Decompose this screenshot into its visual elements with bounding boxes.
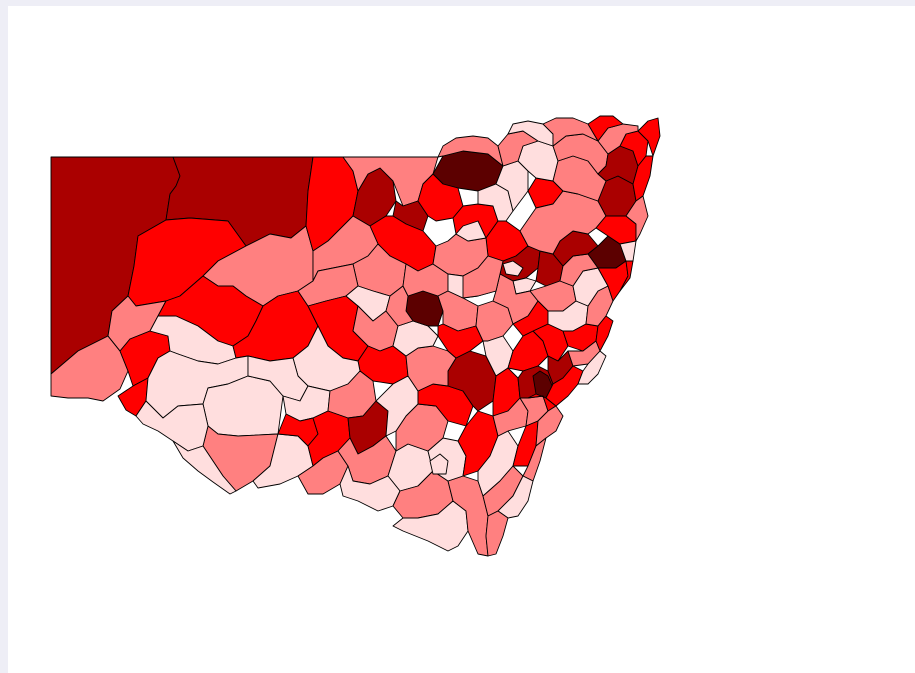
region-coast-strip-5	[485, 510, 509, 557]
region-north-coast-11	[625, 195, 649, 242]
region-tablelands-14	[437, 323, 484, 359]
region-north-coast-9	[637, 117, 661, 157]
region-southwest-strip	[50, 335, 129, 402]
region-hole-2	[429, 453, 449, 475]
region-hole-1	[502, 260, 524, 277]
region-border-3	[587, 115, 624, 142]
region-riverina-4	[135, 400, 209, 452]
region-layer	[50, 115, 661, 557]
region-murray-1	[172, 440, 237, 495]
region-north-3	[342, 156, 439, 207]
region-north-coast-3	[595, 215, 637, 245]
region-mid-1	[455, 220, 487, 242]
region-mid-4	[595, 315, 614, 352]
region-mid-3	[577, 350, 607, 385]
region-border-2	[542, 117, 599, 147]
region-gwydir	[462, 255, 504, 299]
map-canvas	[8, 6, 915, 673]
region-tablelands-11	[385, 285, 414, 327]
region-north-coast-13	[619, 260, 634, 292]
nsw-choropleth-map	[50, 115, 661, 557]
